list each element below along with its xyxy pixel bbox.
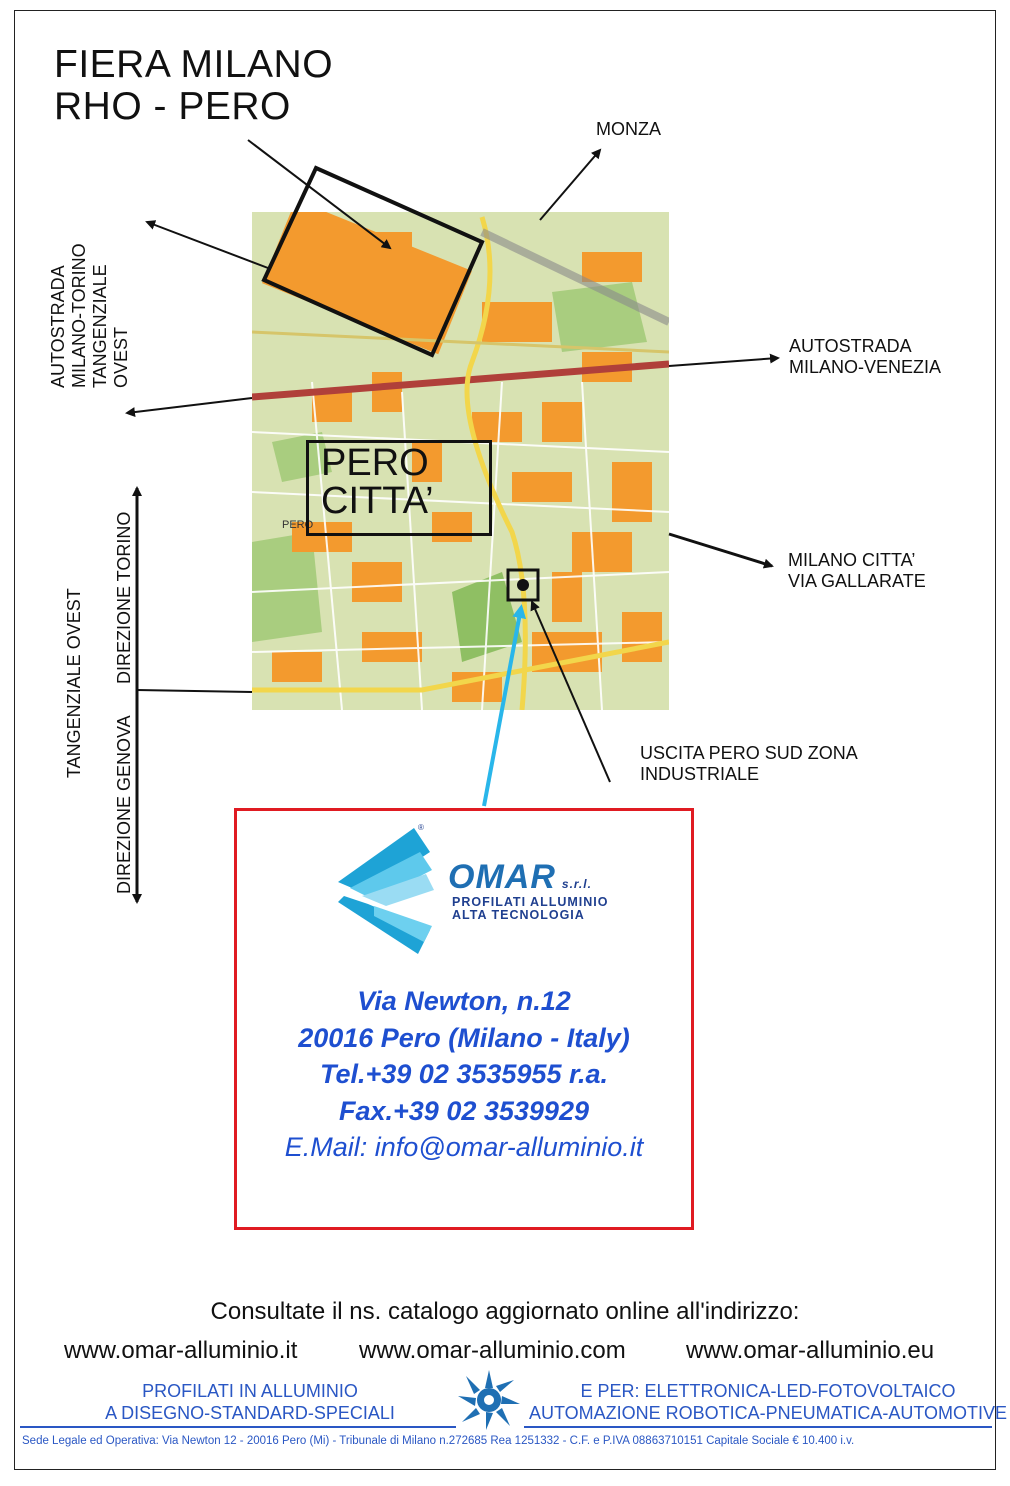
citta-label: CITTA’ xyxy=(321,480,434,522)
company-tagline: PROFILATI ALLUMINIO ALTA TECNOLOGIA xyxy=(452,896,608,922)
footer-divider-right xyxy=(524,1426,992,1428)
company-name-text: OMAR xyxy=(448,858,556,896)
milano-torino-line1: AUTOSTRADA xyxy=(48,265,68,388)
pero-label: PERO xyxy=(321,442,429,484)
map-town-label: PERO xyxy=(282,519,314,531)
email-link[interactable]: E.Mail: info@omar-alluminio.it xyxy=(284,1132,644,1162)
spiral-logo-icon xyxy=(458,1370,520,1430)
company-suffix: s.r.l. xyxy=(561,877,592,891)
street-line: Via Newton, n.12 xyxy=(357,986,571,1016)
catalog-text: Consultate il ns. catalogo aggiornato on… xyxy=(210,1298,800,1325)
footer-left-line2: A DISEGNO-STANDARD-SPECIALI xyxy=(105,1403,395,1423)
registered-mark: ® xyxy=(418,823,424,832)
footer-left-line1: PROFILATI IN ALLUMINIO xyxy=(142,1381,358,1401)
milano-citta-line2: VIA GALLARATE xyxy=(788,571,926,591)
city-line: 20016 Pero (Milano - Italy) xyxy=(298,1022,630,1053)
tagline-line1: PROFILATI ALLUMINIO xyxy=(452,895,609,909)
milano-torino-label: AUTOSTRADA MILANO-TORINO TANGENZIALE OVE… xyxy=(48,243,132,388)
venezia-line2: MILANO-VENEZIA xyxy=(789,357,942,377)
milano-venezia-label: AUTOSTRADA MILANO-VENEZIA xyxy=(789,336,941,378)
milano-citta-line1: MILANO CITTA’ xyxy=(788,550,916,570)
footer-right-text: E PER: ELETTRONICA-LED-FOTOVOLTAICO AUTO… xyxy=(528,1380,1008,1424)
title-line-2: RHO - PERO xyxy=(54,85,291,128)
uscita-line1: USCITA PERO SUD ZONA xyxy=(640,743,858,763)
fiera-area-outline xyxy=(261,165,485,358)
address-block: Via Newton, n.12 20016 Pero (Milano - It… xyxy=(234,983,694,1166)
page-frame xyxy=(14,10,996,1470)
milano-torino-line2: MILANO-TORINO xyxy=(69,243,89,388)
uscita-label: USCITA PERO SUD ZONA INDUSTRIALE xyxy=(640,743,858,785)
location-marker-icon xyxy=(517,579,529,591)
company-name: OMAR s.r.l. xyxy=(448,858,592,897)
company-info-box xyxy=(234,808,694,1230)
venezia-line1: AUTOSTRADA xyxy=(789,336,912,356)
url-it-link[interactable]: www.omar-alluminio.it xyxy=(64,1337,298,1364)
direzione-torino-label: DIREZIONE TORINO xyxy=(114,511,134,684)
title-line-1: FIERA MILANO xyxy=(54,43,334,86)
uscita-line2: INDUSTRIALE xyxy=(640,764,760,784)
tangenziale-ovest-label: TANGENZIALE OVEST xyxy=(64,588,84,778)
legal-text: Sede Legale ed Operativa: Via Newton 12 … xyxy=(22,1435,855,1447)
omar-logo-icon: ® xyxy=(338,823,434,954)
milano-torino-line3: TANGENZIALE xyxy=(90,264,110,388)
pero-citta-box: PERO CITTA’ xyxy=(306,440,492,536)
footer-right-line2: AUTOMAZIONE ROBOTICA-PNEUMATICA-AUTOMOTI… xyxy=(528,1403,1008,1423)
url-eu-link[interactable]: www.omar-alluminio.eu xyxy=(686,1337,935,1364)
url-com-link[interactable]: www.omar-alluminio.com xyxy=(359,1337,626,1364)
milano-torino-line4: OVEST xyxy=(111,326,131,388)
footer-left-text: PROFILATI IN ALLUMINIO A DISEGNO-STANDAR… xyxy=(80,1380,420,1424)
page-title: FIERA MILANO RHO - PERO xyxy=(54,44,333,128)
cyan-pointer-arrow xyxy=(482,604,527,807)
monza-label: MONZA xyxy=(596,119,661,139)
location-box xyxy=(506,568,540,602)
fax-line: Fax.+39 02 3539929 xyxy=(339,1095,589,1126)
tel-line: Tel.+39 02 3535955 r.a. xyxy=(320,1059,608,1089)
direzione-genova-label: DIREZIONE GENOVA xyxy=(114,715,134,894)
milano-citta-label: MILANO CITTA’ VIA GALLARATE xyxy=(788,550,926,592)
tagline-line2: ALTA TECNOLOGIA xyxy=(452,908,585,922)
footer-right-line1: E PER: ELETTRONICA-LED-FOTOVOLTAICO xyxy=(580,1381,956,1401)
footer-divider-left xyxy=(20,1426,456,1428)
